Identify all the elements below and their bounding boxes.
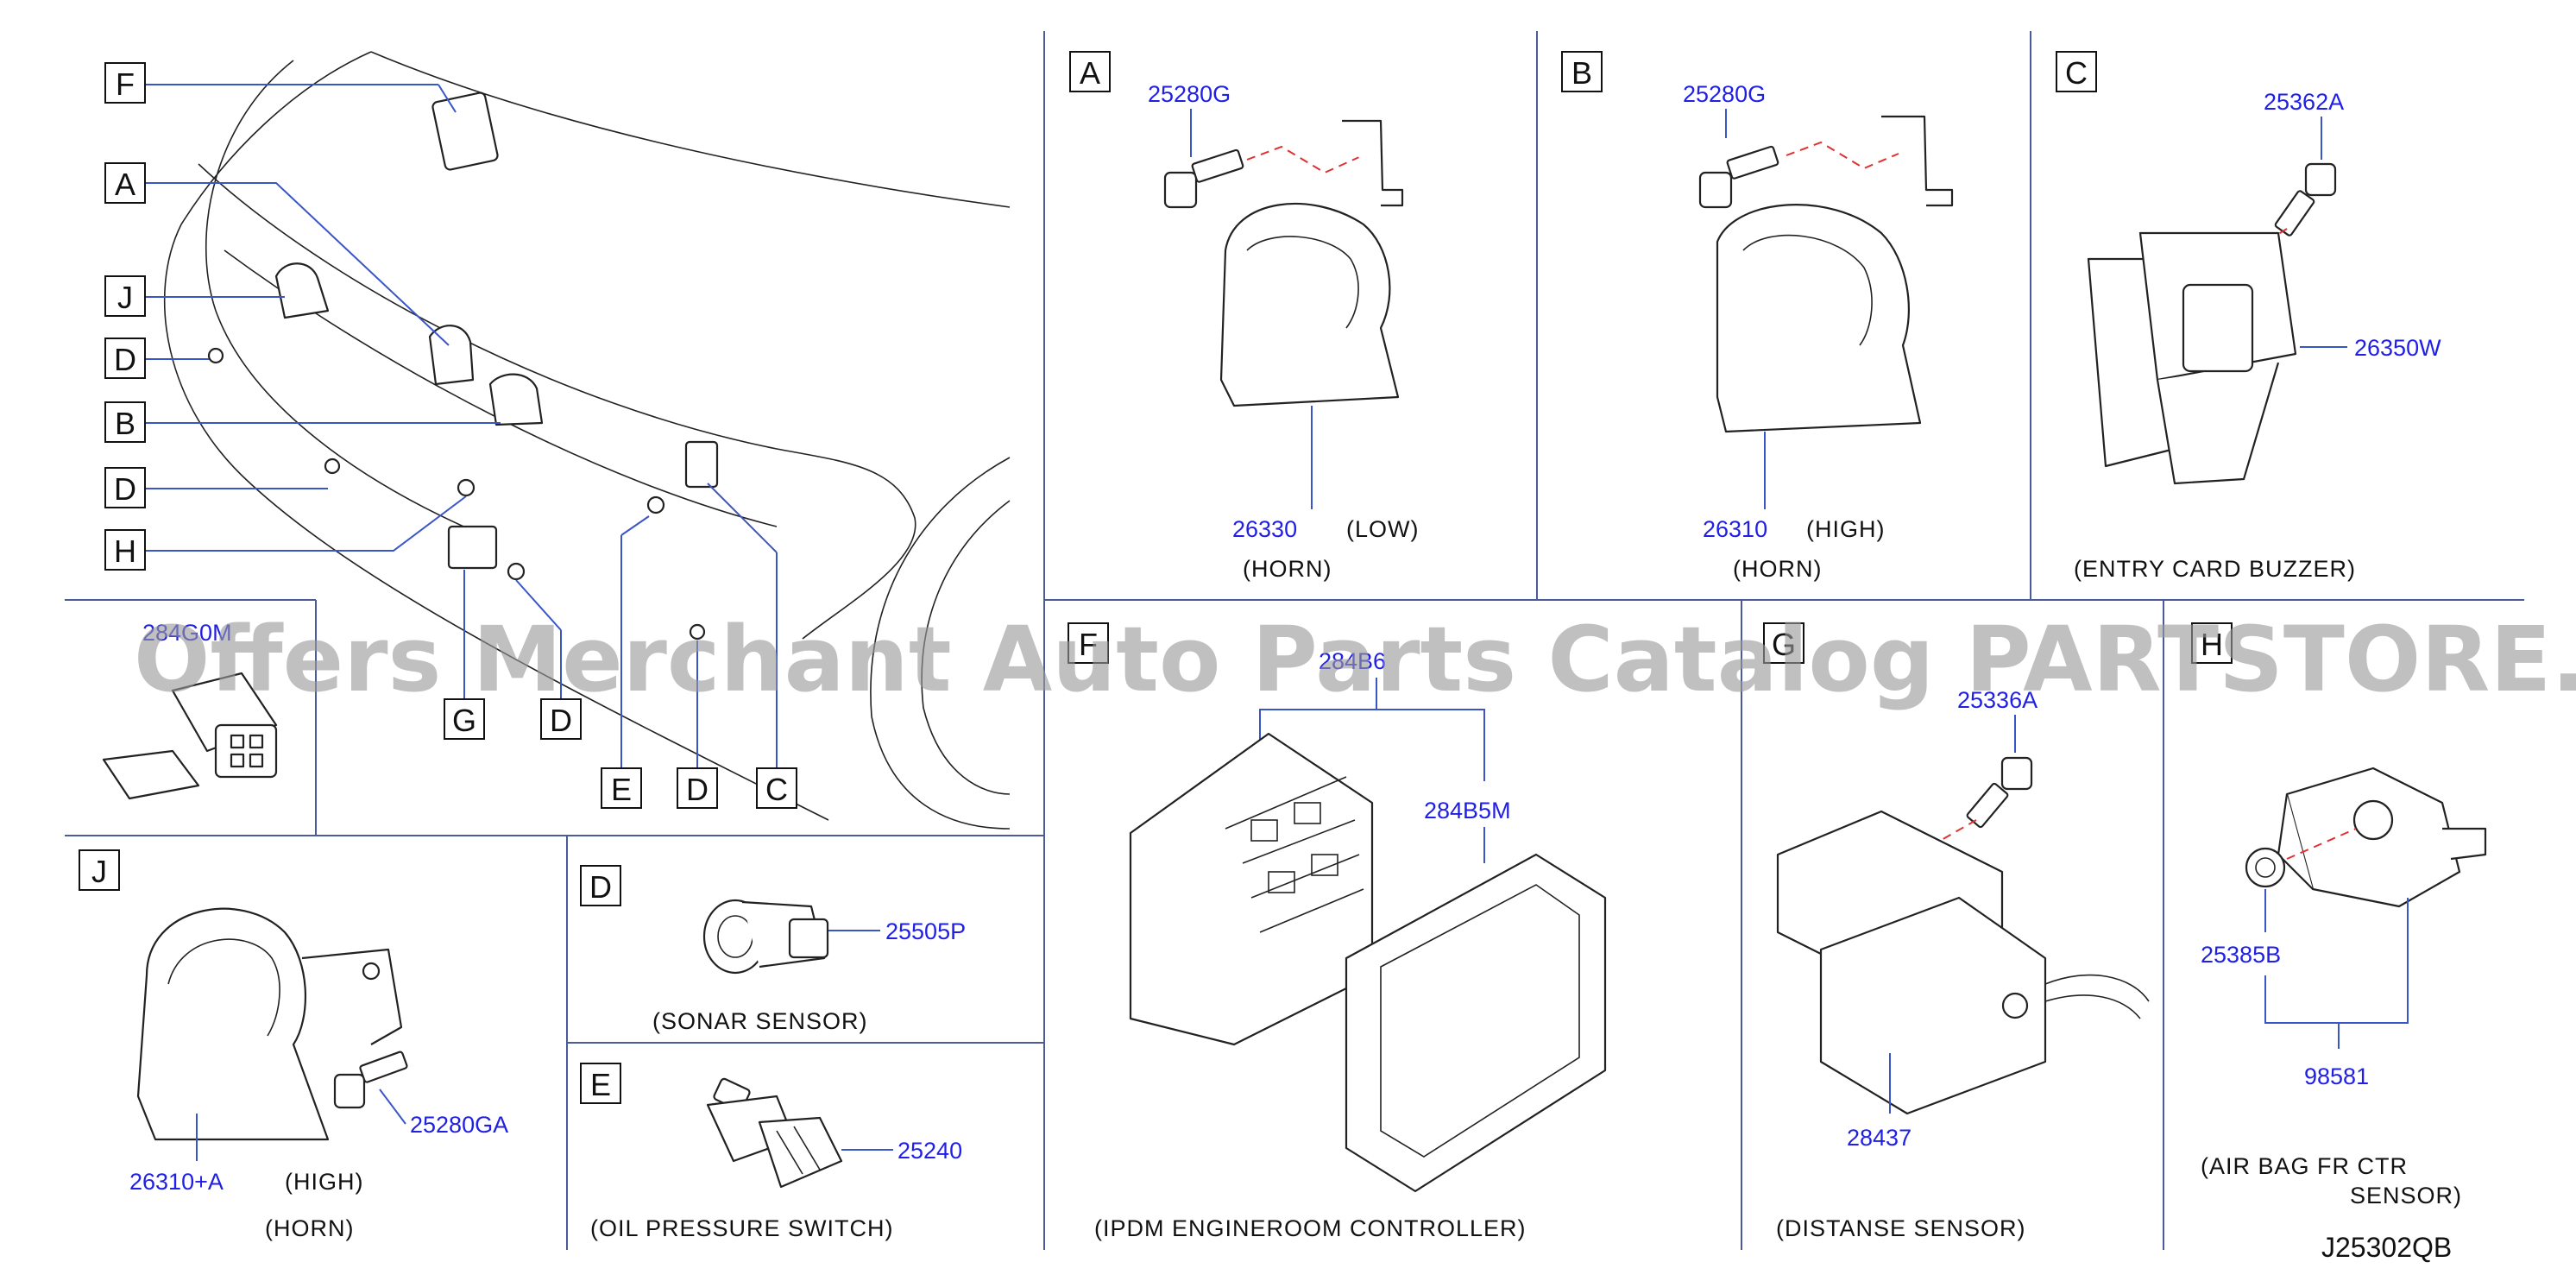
caption-sonar-sensor: (SONAR SENSOR) [652,1008,868,1034]
part-number-26310+A: 26310+A [129,1169,224,1195]
panel-frame [65,31,2524,1250]
panel-J: J 25280GA 26310+A (HIGH) (HORN) [79,849,508,1241]
label-text: E [611,772,632,807]
bolt-icon [1966,756,2033,829]
callout-C: C [756,767,797,809]
part-number-25240: 25240 [898,1138,962,1164]
callout-D-2: D [104,467,146,508]
airbag-sensor-icon [2277,767,2487,908]
panel-C: C 25362A 26350W (ENTRY CARD BUZZER) [2056,51,2441,582]
callout-D-4: D [677,767,718,809]
callout-H: H [104,529,146,571]
panel-F: F 284B6 284B5M (IPDM ENGINEROOM CONTROLL… [1068,622,1607,1241]
callout-F: F [104,62,146,104]
caption-oil-pressure-switch: (OIL PRESSURE SWITCH) [590,1215,894,1241]
bolt-icon [333,1051,408,1109]
horn-icon [1716,115,1954,433]
label-text: E [590,1067,611,1102]
part-number-25280GA: 25280GA [410,1112,508,1138]
panel-D: D 25505P (SONAR SENSOR) [580,865,966,1034]
caption-airbag-line2: SENSOR) [2350,1183,2462,1208]
relay-icon [102,672,278,800]
ipdm-box-icon [1129,732,1374,1046]
part-number-26330: 26330 [1232,516,1297,542]
ipdm-frame-icon [1345,853,1607,1193]
label-text: G [1772,627,1796,662]
caption-horn-j: (HORN) [265,1215,354,1241]
label-text: C [765,772,788,807]
bolt-icon [1698,145,1779,209]
part-number-25505P: 25505P [885,918,966,944]
caption-entry-card-buzzer: (ENTRY CARD BUZZER) [2074,556,2356,582]
part-number-26350W: 26350W [2354,335,2441,361]
label-text: H [2201,627,2223,662]
part-number-28437: 28437 [1847,1125,1912,1151]
horn-icon [136,907,403,1141]
caption-airbag-line1: (AIR BAG FR CTR [2201,1153,2408,1179]
caption-distance-sensor: (DISTANSE SENSOR) [1776,1215,2026,1241]
label-text: D [686,772,709,807]
label-text: H [114,533,136,569]
label-text: (HIGH) [285,1169,363,1195]
callout-J: J [104,275,146,317]
sonar-sensor-icon [702,899,829,975]
label-text: J [91,854,107,889]
label-text: A [115,167,135,202]
oil-pressure-switch-icon [706,1077,843,1189]
label-text: (LOW) [1346,516,1419,542]
panel-H: H 25385B 98581 (AIR BAG FR CTR SENSOR) [2191,622,2487,1208]
part-number-25336A: 25336A [1957,687,2037,713]
buzzer-icon [2087,231,2297,485]
part-number-98581: 98581 [2304,1063,2369,1089]
label-text: (HIGH) [1806,516,1885,542]
part-number-284G0M: 284G0M [142,620,232,646]
label-text: F [116,66,135,102]
horn-icon [1219,119,1404,407]
label-text: B [115,406,135,441]
part-number-284B5M: 284B5M [1424,798,1511,824]
callout-D-1: D [104,338,146,379]
vehicle-overview [163,51,1011,830]
panel-A: A 25280G 26330 (LOW) (HORN) [1069,51,1419,582]
diagram-code: J25302QB [2321,1232,2452,1263]
part-number-25280G-b: 25280G [1683,81,1766,107]
part-number-26310: 26310 [1703,516,1767,542]
callout-G: G [444,698,485,740]
panel-relay: 284G0M [102,620,278,800]
label-text: A [1080,55,1100,91]
caption-horn-b: (HORN) [1733,556,1822,582]
distance-sensor-icon [1776,810,2150,1115]
part-number-25385B: 25385B [2201,942,2281,968]
overview-leaders [143,84,778,768]
panel-G: G 25336A 28437 (DISTANSE SENSOR) [1763,622,2150,1241]
label-text: J [117,280,133,315]
label-text: D [550,703,572,738]
bolt-icon [1163,148,1244,209]
part-number-284B6: 284B6 [1319,648,1386,674]
caption-ipdm: (IPDM ENGINEROOM CONTROLLER) [1094,1215,1527,1241]
label-text: C [2065,55,2088,91]
label-text: D [589,869,612,905]
panel-B: B 25280G 26310 (HIGH) (HORN) [1561,51,1954,582]
label-text: G [452,703,476,738]
label-text: D [114,342,136,377]
callout-A: A [104,162,146,204]
callout-D-3: D [540,698,582,740]
bolt-icon [2274,162,2337,237]
callout-E: E [601,767,642,809]
panel-E: E 25240 (OIL PRESSURE SWITCH) [580,1063,962,1241]
caption-horn-a: (HORN) [1243,556,1332,582]
part-number-25280G-a: 25280G [1148,81,1231,107]
nut-icon [2245,847,2286,888]
callout-B: B [104,401,146,443]
watermark: Offers Merchant Auto Parts Catalog PARTS… [134,607,2576,712]
part-number-25362A: 25362A [2264,89,2344,115]
label-text: F [1079,627,1098,662]
label-text: B [1571,55,1592,91]
label-text: D [114,471,136,507]
